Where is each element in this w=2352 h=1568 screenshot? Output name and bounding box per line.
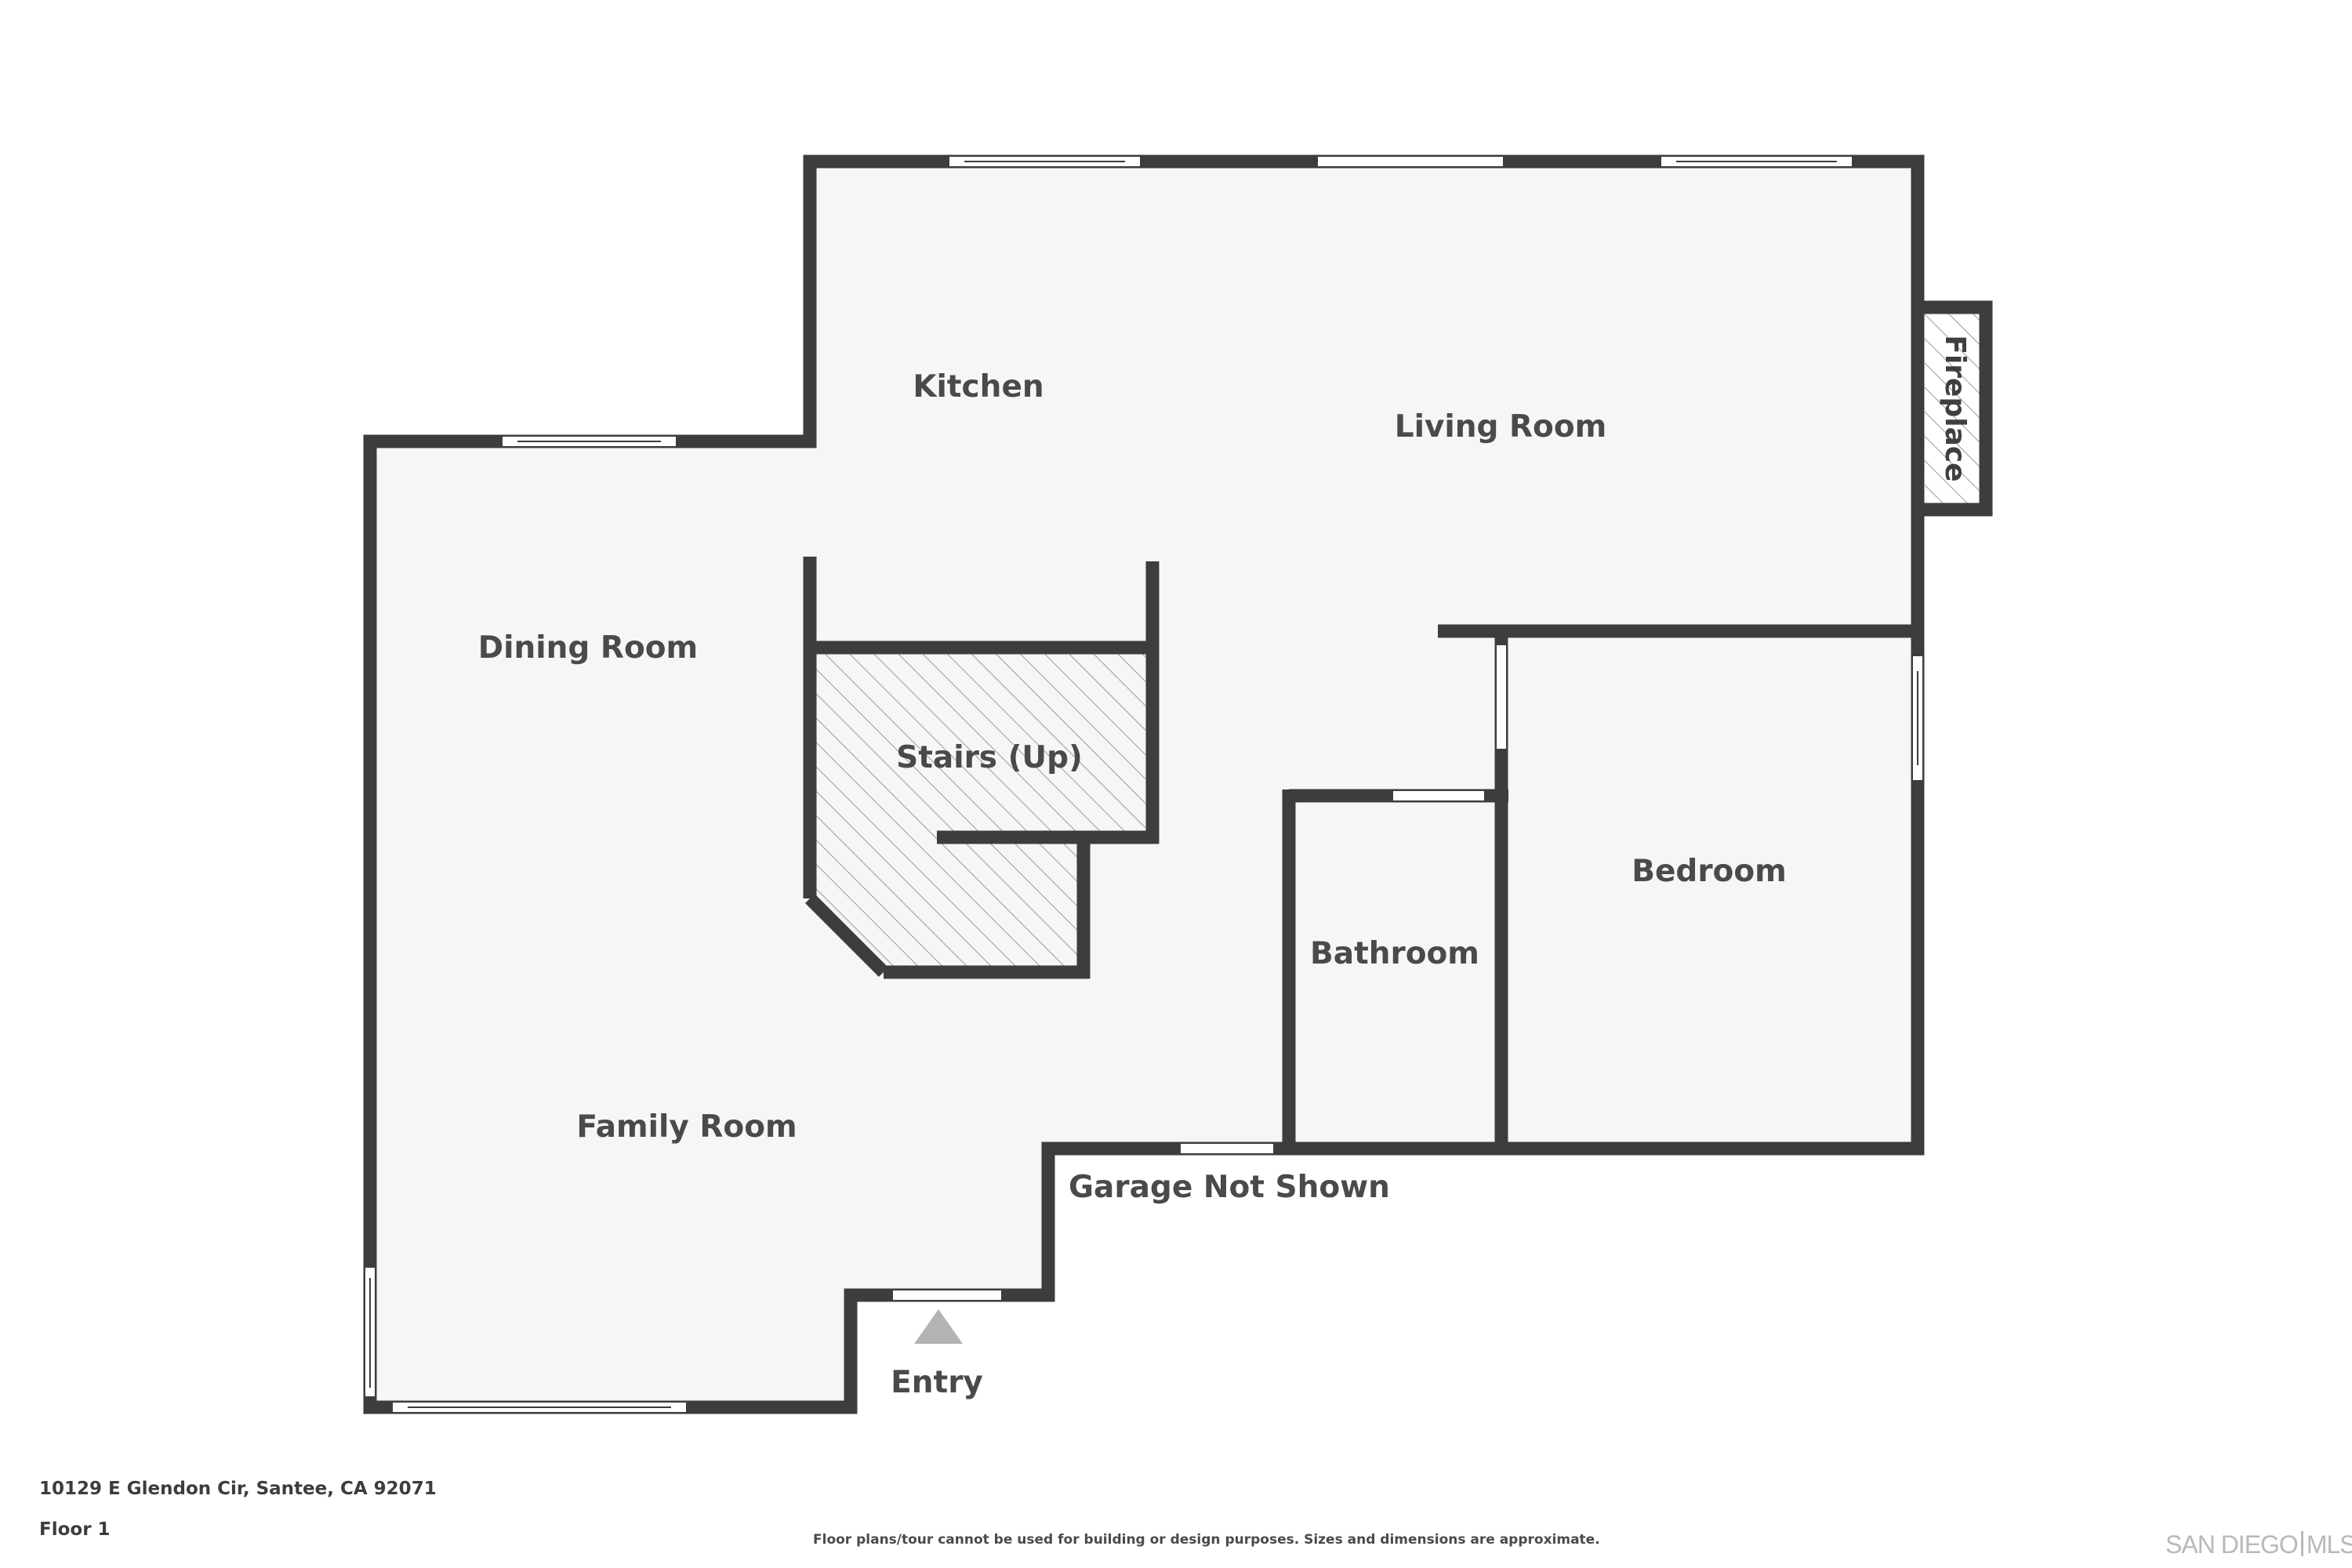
stairs-label: Stairs (Up) xyxy=(896,740,1083,775)
logo-separator xyxy=(2300,1531,2303,1556)
fireplace xyxy=(1925,307,1986,510)
property-address: 10129 E Glendon Cir, Santee, CA 92071 xyxy=(39,1479,437,1499)
entry-arrow-icon xyxy=(914,1309,963,1344)
bedroom-label: Bedroom xyxy=(1632,854,1787,889)
bathroom-label: Bathroom xyxy=(1310,936,1479,971)
logo-text-right: MLS xyxy=(2306,1530,2352,1559)
stairs-area xyxy=(810,648,1145,972)
logo-text-left: SAN DIEGO xyxy=(2165,1530,2299,1559)
entry-label: Entry xyxy=(891,1365,983,1400)
windows xyxy=(364,155,1924,1414)
kitchen-label: Kitchen xyxy=(913,369,1044,405)
fireplace-label: Fireplace xyxy=(1939,335,1971,481)
family-room-label: Family Room xyxy=(576,1109,797,1145)
living-room-label: Living Room xyxy=(1395,409,1607,445)
floor-label: Floor 1 xyxy=(39,1519,111,1540)
exterior-walls xyxy=(363,154,1993,1414)
disclaimer-text: Floor plans/tour cannot be used for buil… xyxy=(813,1532,1600,1548)
dining-room-label: Dining Room xyxy=(478,630,698,666)
garage-label: Garage Not Shown xyxy=(1069,1170,1390,1205)
